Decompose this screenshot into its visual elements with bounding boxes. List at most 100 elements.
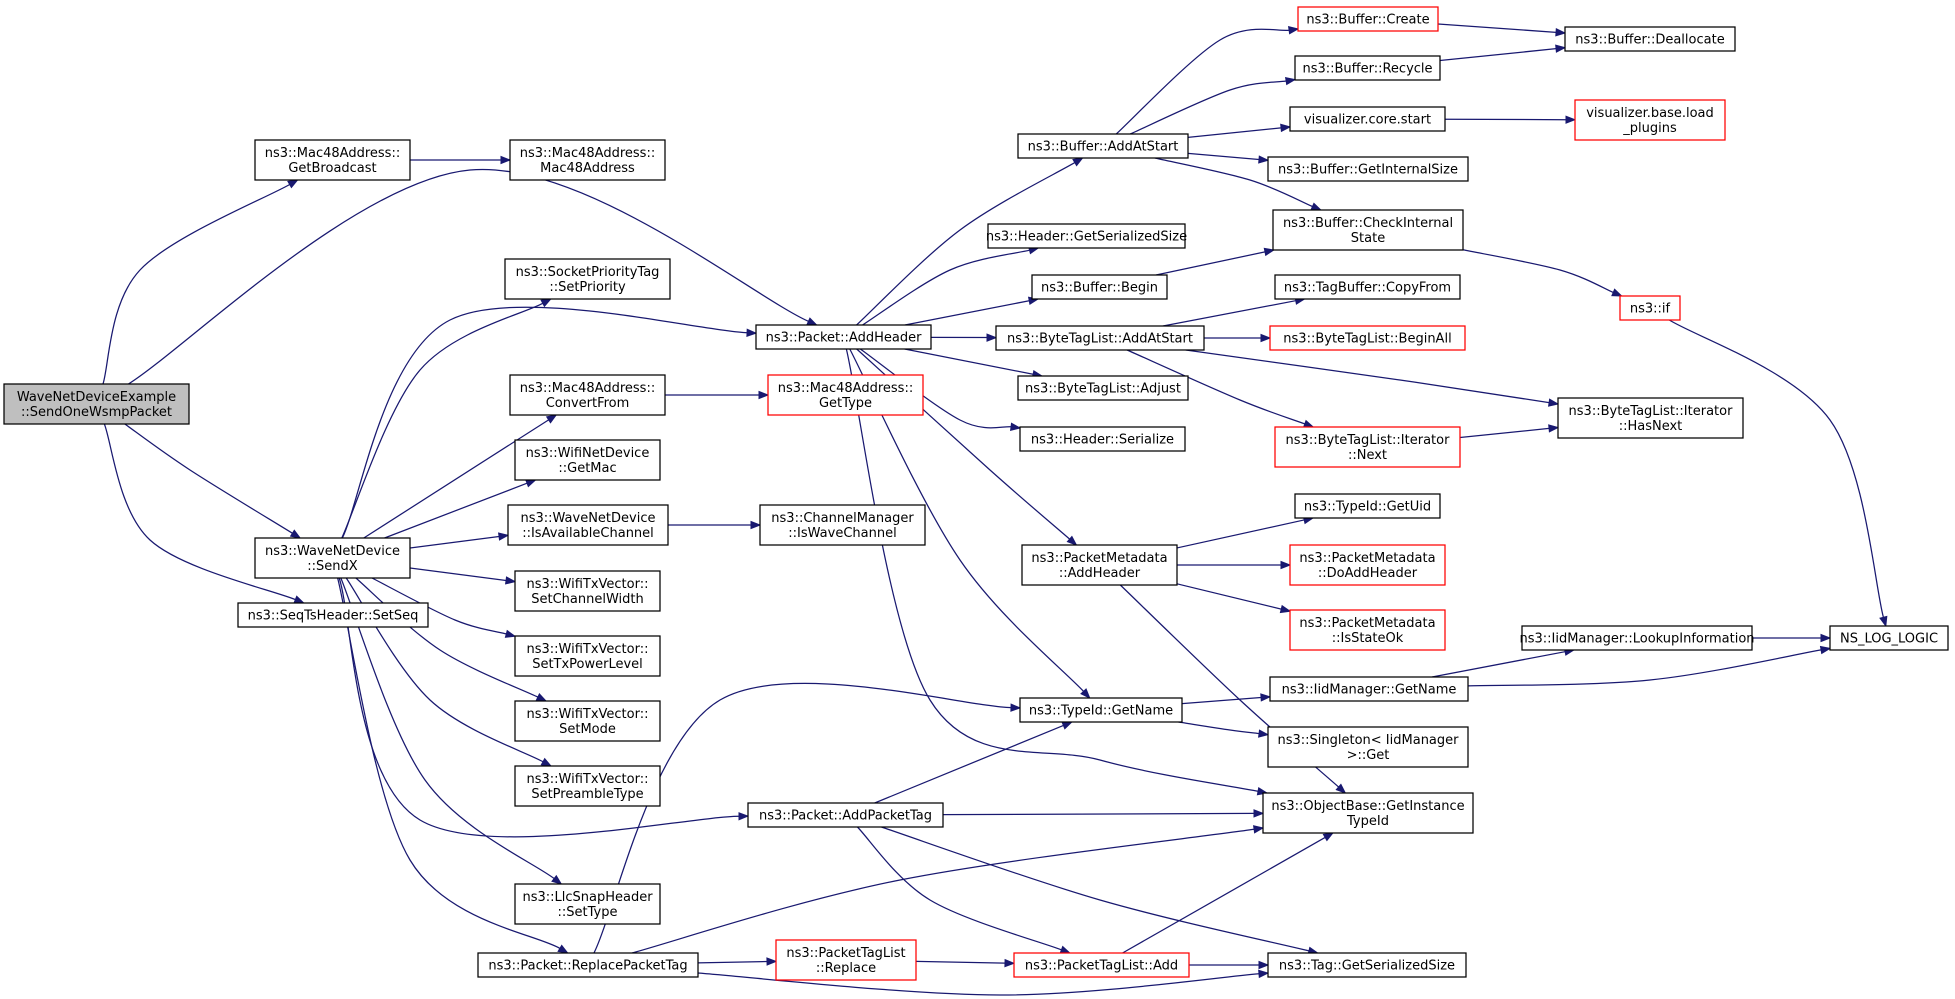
call-edge-buffer_begin-to-buffer_checkinternalstate (1155, 247, 1276, 276)
function-node-typeid-getname[interactable]: ns3::TypeId::GetName (1019, 697, 1183, 723)
call-edge-line (697, 972, 1260, 996)
function-node-mac-getbroadcast[interactable]: ns3::Mac48Address::GetBroadcast (254, 139, 411, 181)
function-node-txv-setpreambletype[interactable]: ns3::WifiTxVector::SetPreambleType (514, 765, 661, 807)
function-node-bytetaglist-beginall[interactable]: ns3::ByteTagList::BeginAll (1269, 325, 1466, 351)
function-node-buffer-getinternalsize[interactable]: ns3::Buffer::GetInternalSize (1267, 156, 1469, 182)
function-node-channelmanager-iswavechannel[interactable]: ns3::ChannelManager::IsWaveChannel (759, 504, 926, 546)
function-node-packetmetadata-isstateok[interactable]: ns3::PacketMetadata::IsStateOk (1289, 609, 1446, 651)
function-node-socketprio-setpriority[interactable]: ns3::SocketPriorityTag::SetPriority (504, 258, 671, 300)
node-box (995, 325, 1205, 351)
arrowhead-icon (525, 479, 537, 488)
function-node-singleton-get[interactable]: ns3::Singleton< IidManager>::Get (1267, 726, 1469, 768)
function-node-packetmetadata-doaddheader[interactable]: ns3::PacketMetadata::DoAddHeader (1289, 544, 1446, 586)
function-node-txv-setchannelwidth[interactable]: ns3::WifiTxVector::SetChannelWidth (514, 570, 661, 612)
function-node-buffer-deallocate[interactable]: ns3::Buffer::Deallocate (1564, 26, 1736, 52)
function-node-iidmanager-lookupinformation[interactable]: ns3::IidManager::LookupInformation (1519, 625, 1755, 651)
arrowhead-icon (535, 693, 548, 702)
arrowhead-icon (1061, 721, 1074, 730)
call-edge-wnd_sendx-to-packet_replacepackettag (337, 577, 569, 954)
function-node-packettaglist-add[interactable]: ns3::PacketTagList::Add (1013, 952, 1190, 978)
call-edge-packet_addpackettag-to-objectbase_getinstancetypeid (942, 809, 1265, 818)
call-edge-typeid_getname-to-singleton_get (1178, 721, 1270, 738)
function-node-mac-convertfrom[interactable]: ns3::Mac48Address::ConvertFrom (509, 374, 666, 416)
function-node-packetmetadata-addheader[interactable]: ns3::PacketMetadata::AddHeader (1021, 544, 1178, 586)
call-edge-bytetaglist_addatstart-to-bytetaglist_iterator_hasnext (1185, 349, 1560, 407)
function-node-packet-addheader[interactable]: ns3::Packet::AddHeader (755, 324, 932, 350)
function-node-tag-getserializedsize[interactable]: ns3::Tag::GetSerializedSize (1267, 952, 1467, 978)
function-node-bytetaglist-adjust[interactable]: ns3::ByteTagList::Adjust (1017, 375, 1189, 401)
function-node-visualizer-base-load-plugins[interactable]: visualizer.base.load_plugins (1574, 99, 1726, 141)
arrowhead-icon (1302, 419, 1315, 428)
arrowhead-icon (1879, 615, 1888, 628)
call-edge-line (845, 348, 1259, 792)
node-label-line: ns3::PacketMetadata (1031, 551, 1167, 566)
function-node-wifind-getmac[interactable]: ns3::WifiNetDevice::GetMac (514, 439, 661, 481)
node-label-line: ConvertFrom (546, 396, 630, 411)
function-node-buffer-create[interactable]: ns3::Buffer::Create (1297, 6, 1439, 32)
node-box (1272, 209, 1464, 251)
function-node-packet-addpackettag[interactable]: ns3::Packet::AddPacketTag (747, 802, 944, 828)
arrowhead-icon (1258, 729, 1270, 738)
function-node-header-getserializedsize[interactable]: ns3::Header::GetSerializedSize (986, 223, 1187, 249)
call-edge-wnd_sendx-to-wnd_isavailablechannel (409, 532, 510, 549)
function-node-bytetaglist-iterator-next[interactable]: ns3::ByteTagList::Iterator::Next (1274, 426, 1461, 468)
node-box (1017, 133, 1189, 159)
function-node-buffer-begin[interactable]: ns3::Buffer::Begin (1031, 274, 1168, 300)
function-node-seqts-setseq[interactable]: ns3::SeqTsHeader::SetSeq (237, 602, 429, 628)
node-box (477, 952, 699, 978)
node-box (1269, 676, 1469, 702)
node-box (3, 383, 190, 425)
function-node-llcsnap-settype[interactable]: ns3::LlcSnapHeader::SetType (514, 883, 661, 925)
node-label-line: _plugins (1622, 121, 1677, 136)
function-node-wnd-isavailablechannel[interactable]: ns3::WaveNetDevice::IsAvailableChannel (507, 504, 669, 546)
function-node-txv-setmode[interactable]: ns3::WifiTxVector::SetMode (514, 700, 661, 742)
call-edge-mac_convertfrom-to-mac_gettype (665, 390, 770, 400)
function-node-txv-settxpowerlevel[interactable]: ns3::WifiTxVector::SetTxPowerLevel (514, 635, 661, 677)
function-node-packettaglist-replace[interactable]: ns3::PacketTagList::Replace (775, 939, 917, 981)
call-edge-line (881, 826, 1310, 952)
call-edge-packet_addpackettag-to-tag_getserializedsize (881, 826, 1320, 955)
node-label-line: ns3::SeqTsHeader::SetSeq (248, 609, 419, 624)
node-label-line: SetMode (559, 722, 616, 737)
function-node-ns-log-logic[interactable]: NS_LOG_LOGIC (1829, 625, 1949, 651)
node-box (514, 439, 661, 481)
call-edge-line (1162, 300, 1296, 327)
call-edge-packet_replacepackettag-to-typeid_getname (593, 682, 1022, 954)
function-node-header-serialize[interactable]: ns3::Header::Serialize (1019, 426, 1186, 452)
function-node-tagbuffer-copyfrom[interactable]: ns3::TagBuffer::CopyFrom (1274, 274, 1461, 300)
node-label-line: ns3::Packet::ReplacePacketTag (488, 959, 687, 974)
call-edge-line (1185, 349, 1550, 404)
node-label-line: ns3::Buffer::Deallocate (1575, 33, 1724, 48)
function-node-bytetaglist-iterator-hasnext[interactable]: ns3::ByteTagList::Iterator::HasNext (1557, 397, 1744, 439)
function-node-buffer-addatstart[interactable]: ns3::Buffer::AddAtStart (1017, 133, 1189, 159)
call-edge-packet_addpackettag-to-typeid_getname (874, 721, 1074, 804)
node-box (1564, 26, 1736, 52)
node-label-line: ns3::ByteTagList::Adjust (1025, 382, 1181, 397)
node-box (507, 504, 669, 546)
arrowhead-icon (1335, 783, 1347, 794)
function-node-buffer-recycle[interactable]: ns3::Buffer::Recycle (1294, 55, 1441, 81)
function-node-iidmanager-getname[interactable]: ns3::IidManager::GetName (1269, 676, 1469, 702)
function-node-ns3-if[interactable]: ns3::if (1619, 295, 1681, 321)
function-node-bytetaglist-addatstart[interactable]: ns3::ByteTagList::AddAtStart (995, 325, 1205, 351)
function-node-visualizer-core-start[interactable]: visualizer.core.start (1289, 106, 1446, 132)
call-edge-packet_addheader-to-bytetaglist_addatstart (930, 333, 998, 342)
function-node-mac-ctor[interactable]: ns3::Mac48Address::Mac48Address (509, 139, 666, 181)
node-label-line: ns3::Mac48Address:: (520, 146, 655, 161)
function-node-wnd-sendx[interactable]: ns3::WaveNetDevice::SendX (254, 537, 411, 579)
node-label-line: ::SetPriority (549, 280, 626, 295)
node-label-line: ns3::Packet::AddPacketTag (759, 809, 932, 824)
node-label-line: ns3::IidManager::GetName (1282, 683, 1457, 698)
node-label-line: visualizer.core.start (1304, 113, 1431, 128)
node-label-line: ::SendOneWsmpPacket (21, 405, 172, 420)
node-label-line: ns3::if (1630, 302, 1671, 317)
call-edge-line (1155, 251, 1266, 276)
function-node-mac-gettype[interactable]: ns3::Mac48Address::GetType (767, 374, 924, 416)
function-node-packet-replacepackettag[interactable]: ns3::Packet::ReplacePacketTag (477, 952, 699, 978)
node-label-line: ::SetType (558, 905, 618, 920)
node-label-line: ns3::WifiTxVector:: (526, 642, 648, 657)
function-node-typeid-getuid[interactable]: ns3::TypeId::GetUid (1294, 493, 1441, 519)
call-edge-packetmetadata_addheader-to-typeid_getuid (1176, 515, 1315, 549)
